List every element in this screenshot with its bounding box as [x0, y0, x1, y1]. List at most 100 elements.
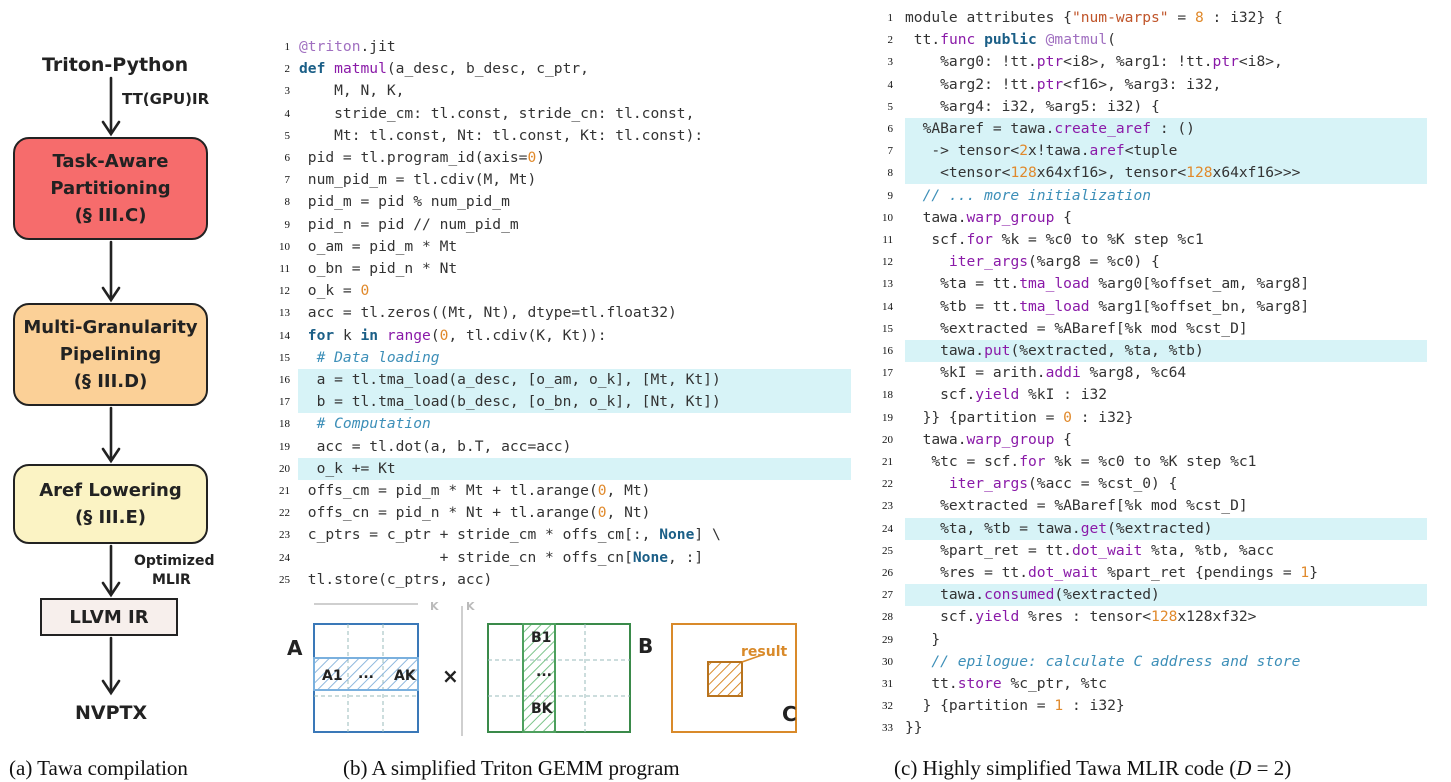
line-number: 12 — [882, 256, 893, 269]
line-number: 29 — [882, 633, 893, 646]
k-axis-label: K — [430, 600, 439, 613]
code-line: offs_cn = pid_n * Nt + tl.arange(0, Nt) — [299, 504, 651, 522]
line-number: 23 — [882, 500, 893, 513]
line-number: 17 — [279, 396, 290, 409]
line-number: 18 — [279, 418, 290, 431]
code-line: %ABaref = tawa.create_aref : () — [905, 120, 1195, 137]
arrow-icon — [101, 544, 121, 598]
code-line: } {partition = 1 : i32} — [905, 697, 1125, 715]
line-number: 7 — [887, 145, 894, 158]
stage-title: Aref Lowering — [39, 480, 182, 501]
code-line: for k in range(0, tl.cdiv(K, Kt)): — [307, 326, 607, 344]
code-line: def matmul(a_desc, b_desc, c_ptr, — [299, 60, 589, 78]
stage-title: Task-Aware — [52, 151, 169, 172]
code-line: o_am = pid_m * Mt — [299, 237, 458, 255]
line-number: 21 — [882, 456, 893, 468]
code-line: o_k += Kt — [299, 459, 396, 477]
code-line: pid_n = pid // num_pid_m — [299, 215, 519, 233]
code-line: offs_cm = pid_m * Mt + tl.arange(0, Mt) — [299, 482, 651, 499]
code-line: + stride_cn * offs_cn[None, :] — [299, 548, 704, 566]
caption-c-text: = 2) — [1251, 756, 1292, 780]
code-line: %ta, %tb = tawa.get(%extracted) — [905, 519, 1213, 537]
line-number: 4 — [284, 107, 291, 120]
code-highlight — [298, 369, 851, 391]
code-line: %extracted = %ABaref[%k mod %cst_D] — [905, 497, 1248, 515]
code-line: tt.func public @matmul( — [905, 31, 1116, 49]
line-number: 11 — [882, 234, 893, 246]
line-number: 33 — [882, 722, 893, 735]
line-number: 25 — [882, 544, 893, 557]
mlir-label: MLIR — [152, 572, 191, 588]
line-number: 16 — [882, 345, 893, 357]
multi-granularity-pipelining-stage: Multi-Granularity Pipelining (§ III.D) — [13, 303, 208, 406]
llvm-ir-label: LLVM IR — [69, 606, 149, 628]
stage-section: (§ III.C) — [74, 205, 147, 226]
flow-arrows — [101, 76, 121, 696]
code-line: o_k = 0 — [299, 282, 370, 300]
line-number: 10 — [279, 240, 290, 253]
code-line: @triton.jit — [299, 38, 396, 55]
code-line: b = tl.tma_load(b_desc, [o_bn, o_k], [Nt… — [299, 393, 721, 411]
line-number: 23 — [279, 529, 290, 542]
code-line: # Data loading — [299, 348, 440, 366]
code-highlight — [905, 118, 1427, 140]
tile-a-ellipsis: ... — [358, 666, 374, 682]
line-number: 20 — [279, 462, 290, 475]
gemm-tiling-sketch — [313, 603, 797, 736]
line-number: 22 — [279, 507, 290, 520]
task-aware-partitioning-stage: Task-Aware Partitioning (§ III.C) — [13, 137, 208, 240]
tile-bk-label: BK — [531, 701, 553, 717]
code-line: module attributes {"num-warps" = 8 : i32… — [905, 9, 1283, 26]
line-number: 12 — [279, 285, 290, 298]
code-line: <tensor<128x64xf16>, tensor<128x64xf16>>… — [905, 164, 1301, 182]
tile-ak-label: AK — [394, 668, 416, 684]
line-number: 6 — [887, 123, 894, 135]
line-number: 25 — [279, 573, 290, 586]
line-number: 19 — [882, 411, 893, 424]
code-line: iter_args(%acc = %cst_0) { — [948, 475, 1178, 493]
code-line: -> tensor<2x!tawa.aref<tuple — [905, 142, 1178, 160]
stage-section: (§ III.E) — [75, 507, 146, 528]
caption-c-math: D — [1236, 756, 1252, 780]
ttgpu-ir-label: TT(GPU)IR — [122, 90, 210, 108]
line-number: 5 — [284, 129, 291, 142]
line-number: 31 — [882, 678, 893, 690]
line-number: 2 — [284, 63, 291, 76]
code-line: scf.yield %res : tensor<128x128xf32> — [905, 608, 1257, 626]
stage-title: Partitioning — [50, 178, 171, 199]
line-number: 21 — [279, 485, 290, 497]
matrix-b-label: B — [638, 634, 654, 658]
code-highlight — [905, 140, 1427, 163]
code-line: } — [905, 630, 941, 648]
line-number: 2 — [887, 34, 894, 47]
line-number: 27 — [882, 589, 893, 602]
result-label: result — [741, 644, 788, 660]
tile-a1-label: A1 — [322, 668, 343, 684]
line-number: 13 — [279, 307, 290, 320]
code-line: %arg2: !tt.ptr<f16>, %arg3: i32, — [905, 75, 1222, 93]
line-number: 7 — [284, 174, 291, 187]
code-line: c_ptrs = c_ptr + stride_cm * offs_cm[:, … — [299, 526, 721, 544]
code-line: %arg4: i32, %arg5: i32) { — [905, 97, 1160, 115]
line-number: 1 — [284, 41, 291, 53]
code-line: stride_cm: tl.const, stride_cn: tl.const… — [299, 104, 695, 122]
line-number: 24 — [279, 551, 290, 564]
k-axis-label: K — [466, 600, 475, 613]
code-line: %tc = scf.for %k = %c0 to %K step %c1 — [905, 453, 1257, 470]
tile-b-ellipsis: ... — [536, 664, 552, 680]
code-line: %arg0: !tt.ptr<i8>, %arg1: !tt.ptr<i8>, — [905, 53, 1283, 71]
arrow-icon — [101, 240, 121, 303]
code-line: iter_args(%arg8 = %c0) { — [948, 253, 1160, 271]
code-line: tawa.consumed(%extracted) — [905, 586, 1160, 604]
line-number: 10 — [882, 211, 893, 224]
line-number: 28 — [882, 611, 893, 624]
code-line: pid = tl.program_id(axis=0) — [299, 149, 546, 166]
nvptx-label: NVPTX — [75, 702, 148, 724]
line-number: 1 — [887, 12, 894, 24]
code-line: num_pid_m = tl.cdiv(M, Mt) — [299, 171, 537, 189]
code-line: // ... more initialization — [905, 186, 1152, 204]
code-line: # Computation — [299, 415, 431, 433]
line-number: 14 — [279, 329, 290, 342]
triton-python-label: Triton-Python — [42, 54, 189, 76]
code-line: scf.for %k = %c0 to %K step %c1 — [905, 231, 1204, 248]
